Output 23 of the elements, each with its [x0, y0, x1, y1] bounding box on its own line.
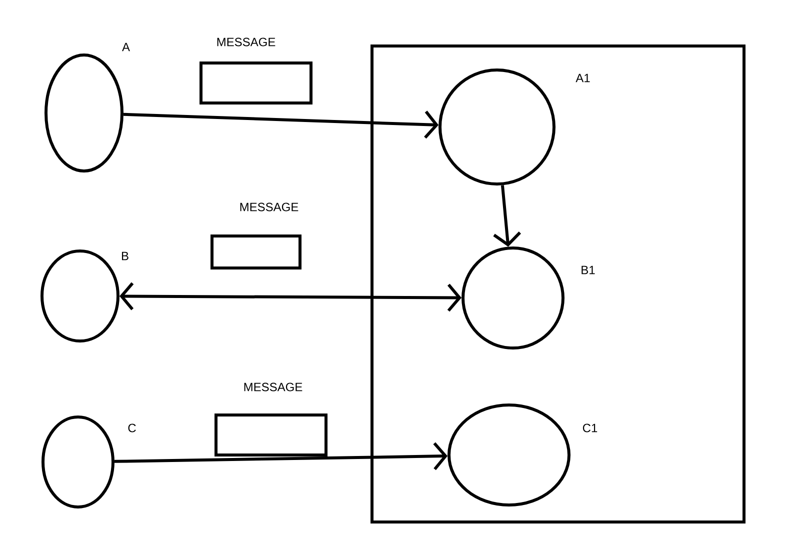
arrow: [493, 185, 522, 247]
node-label: MESSAGE: [244, 382, 302, 392]
node-label: C: [128, 424, 136, 432]
container-box: [370, 44, 746, 524]
circle-node: A1: [438, 68, 590, 186]
message-box: MESSAGE: [214, 382, 328, 456]
circle-node: B1: [462, 246, 595, 350]
ellipse-node: A: [44, 42, 130, 172]
ellipse-node: C1: [448, 404, 598, 506]
node-label: B1: [582, 266, 595, 274]
arrow: [114, 442, 448, 470]
ellipse-node: C: [42, 416, 136, 508]
ellipse-node: B: [40, 250, 128, 342]
node-label: MESSAGE: [240, 202, 298, 212]
node-label: A: [122, 42, 130, 52]
message-box: MESSAGE: [210, 202, 302, 270]
arrow: [120, 282, 462, 312]
message-box: MESSAGE: [200, 38, 312, 104]
node-label: B: [122, 252, 128, 260]
arrow: [123, 110, 439, 139]
node-label: A1: [576, 74, 590, 82]
node-label: MESSAGE: [217, 38, 276, 46]
node-label: C1: [582, 424, 598, 432]
